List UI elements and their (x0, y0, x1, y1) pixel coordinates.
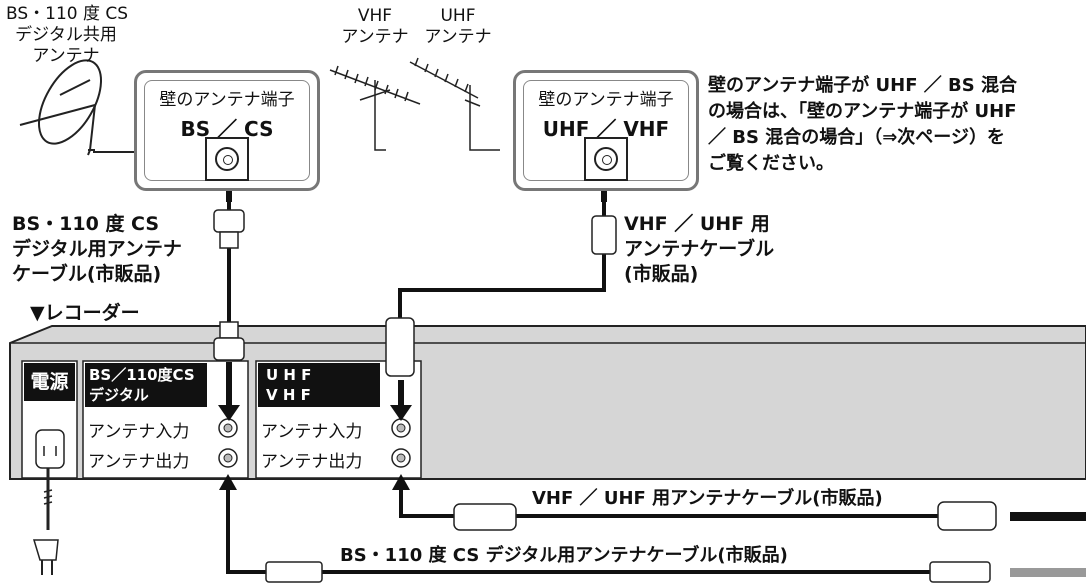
note-line3: ／ BS 混合の場合」（⇒次ページ）を (708, 127, 1005, 148)
vhf-cable-connector-top (591, 215, 617, 255)
bs-cable-label: BS・110 度 CS デジタル用アンテナ ケーブル(市販品) (12, 212, 182, 287)
bottom-vhf-connector-left (453, 503, 517, 531)
vhf-cable-line2: アンテナケーブル (624, 238, 775, 260)
vhf-antenna-label: VHF アンテナ (340, 6, 410, 48)
wall-terminal-uhf: 壁のアンテナ端子 UHF ／ VHF (513, 70, 699, 191)
bs-cable-line3: ケーブル(市販品) (12, 263, 162, 285)
uhf-antenna-in-label: アンテナ入力 (261, 422, 363, 442)
arrow-uhf-into-recorder (390, 380, 412, 421)
bottom-vhf-cable-label: VHF ／ UHF 用アンテナケーブル(市販品) (532, 488, 883, 509)
bs-cable-line1: BS・110 度 CS (12, 213, 160, 235)
bs-cable-connector-top (213, 209, 245, 249)
bs-antenna-out-label: アンテナ出力 (88, 452, 190, 472)
wall-bs-jack-icon (205, 137, 249, 181)
bs-cable-line2: デジタル用アンテナ (12, 238, 182, 260)
bs-antenna-line3: アンテナ (32, 46, 100, 66)
wall-terminal-bs-title: 壁のアンテナ端子 (159, 90, 295, 110)
wall-terminal-uhf-title: 壁のアンテナ端子 (538, 90, 674, 110)
note-text: 壁のアンテナ端子が UHF ／ BS 混合 の場合は、「壁のアンテナ端子が UH… (708, 73, 1017, 177)
vhf-cable-connector-bottom (385, 317, 415, 377)
bottom-bs-connector-right (929, 561, 991, 583)
bs-dish-arm (19, 103, 97, 156)
power-label: 電源 (24, 363, 75, 401)
bottom-bs-cable-label: BS・110 度 CS デジタル用アンテナケーブル(市販品) (340, 545, 788, 566)
power-socket-icon (35, 429, 65, 469)
vhf-cable-line (398, 180, 606, 330)
bs-block-label: BS／110度CS デジタル (85, 363, 207, 407)
page-tab-gray (1010, 568, 1086, 577)
arrow-up-vhf-out (392, 474, 410, 490)
bs-antenna-in-label: アンテナ入力 (88, 422, 190, 442)
uhf-antenna-line1: UHF (440, 6, 476, 26)
uhf-in-jack-icon (391, 418, 411, 438)
arrow-up-bs-out (219, 474, 237, 490)
uhf-out-jack-icon (391, 448, 411, 468)
bs-antenna-line1: BS・110 度 CS (6, 4, 129, 24)
note-line4: ご覧ください。 (708, 153, 834, 174)
uhf-block-line1: U H F (266, 366, 312, 384)
bs-antenna-label: BS・110 度 CS デジタル共用 アンテナ (6, 4, 129, 67)
bs-block-line1: BS／110度CS (89, 366, 195, 384)
vhf-antenna-line1: VHF (357, 6, 393, 26)
vhf-antenna-line2: アンテナ (341, 27, 409, 47)
bottom-bs-cable-line (226, 480, 940, 574)
bs-block-line2: デジタル (89, 386, 149, 404)
bs-cable-connector-bottom (213, 321, 245, 361)
vhf-cable-label: VHF ／ UHF 用 アンテナケーブル (市販品) (624, 212, 774, 287)
bs-in-jack-icon (218, 418, 238, 438)
uhf-antenna-out-label: アンテナ出力 (261, 452, 363, 472)
power-socket-slots (43, 446, 57, 456)
recorder-label: ▼レコーダー (30, 302, 140, 324)
bottom-bs-connector-left (265, 561, 323, 583)
note-line1: 壁のアンテナ端子が UHF ／ BS 混合 (708, 75, 1018, 96)
bottom-vhf-connector-right (937, 501, 997, 531)
uhf-antenna-line2: アンテナ (424, 27, 492, 47)
vhf-uhf-antenna-icon (329, 57, 500, 151)
uhf-antenna-label: UHF アンテナ (418, 6, 498, 48)
bs-dish-cable (88, 149, 134, 153)
bs-antenna-line2: デジタル共用 (15, 25, 117, 45)
vhf-cable-line3: (市販品) (624, 263, 699, 285)
bs-dish-feed (59, 79, 91, 96)
wall-terminal-bs: 壁のアンテナ端子 BS ／ CS (134, 70, 320, 191)
arrow-bs-into-recorder (218, 362, 240, 421)
vhf-cable-line1: VHF ／ UHF 用 (624, 213, 770, 235)
uhf-block-line2: V H F (266, 386, 311, 404)
page-tab-black (1010, 512, 1086, 521)
power-plug-icon (32, 539, 59, 561)
bs-out-jack-icon (218, 448, 238, 468)
power-plug-prongs (41, 560, 53, 575)
power-cord-marks (43, 489, 53, 505)
wall-uhf-jack-icon (584, 137, 628, 181)
note-line2: の場合は、「壁のアンテナ端子が UHF (708, 101, 1017, 122)
bottom-vhf-cable-line (399, 480, 940, 518)
uhf-block-label: U H F V H F (258, 363, 380, 407)
